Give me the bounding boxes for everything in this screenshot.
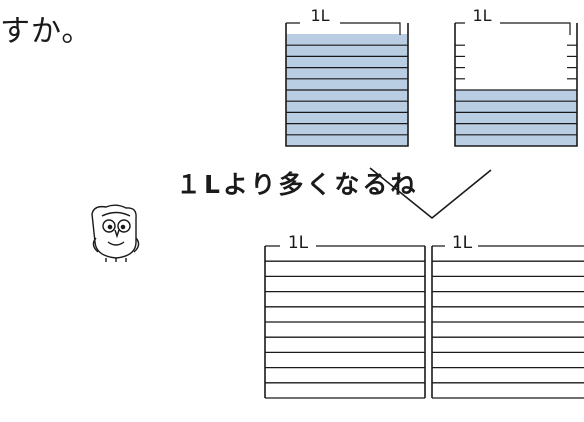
graduation-lines xyxy=(265,260,584,399)
capacity-label: 1L xyxy=(472,6,491,25)
result-walls xyxy=(264,246,433,398)
cup-top-marker xyxy=(455,22,571,35)
measuring-cup-full: 1L xyxy=(285,6,409,147)
cup-outline xyxy=(285,23,409,147)
cup-outline xyxy=(454,23,578,147)
comment-text: １Lより多くなるね xyxy=(176,170,419,199)
owl-icon xyxy=(91,204,140,262)
merge-chevron xyxy=(369,167,492,220)
cup-top-marker xyxy=(286,22,401,35)
graduation-lines xyxy=(455,44,577,136)
water-fill xyxy=(455,90,577,146)
question-text: すか。 xyxy=(0,14,93,49)
capacity-label: 1L xyxy=(310,6,329,25)
result-left-label: 1L xyxy=(288,233,309,253)
measuring-cup-half: 1L xyxy=(454,6,578,147)
water-level xyxy=(455,90,577,146)
graduation-lines xyxy=(286,44,408,136)
result-right-label: 1L xyxy=(452,233,473,253)
combined-result: 1L 1L xyxy=(264,233,584,399)
